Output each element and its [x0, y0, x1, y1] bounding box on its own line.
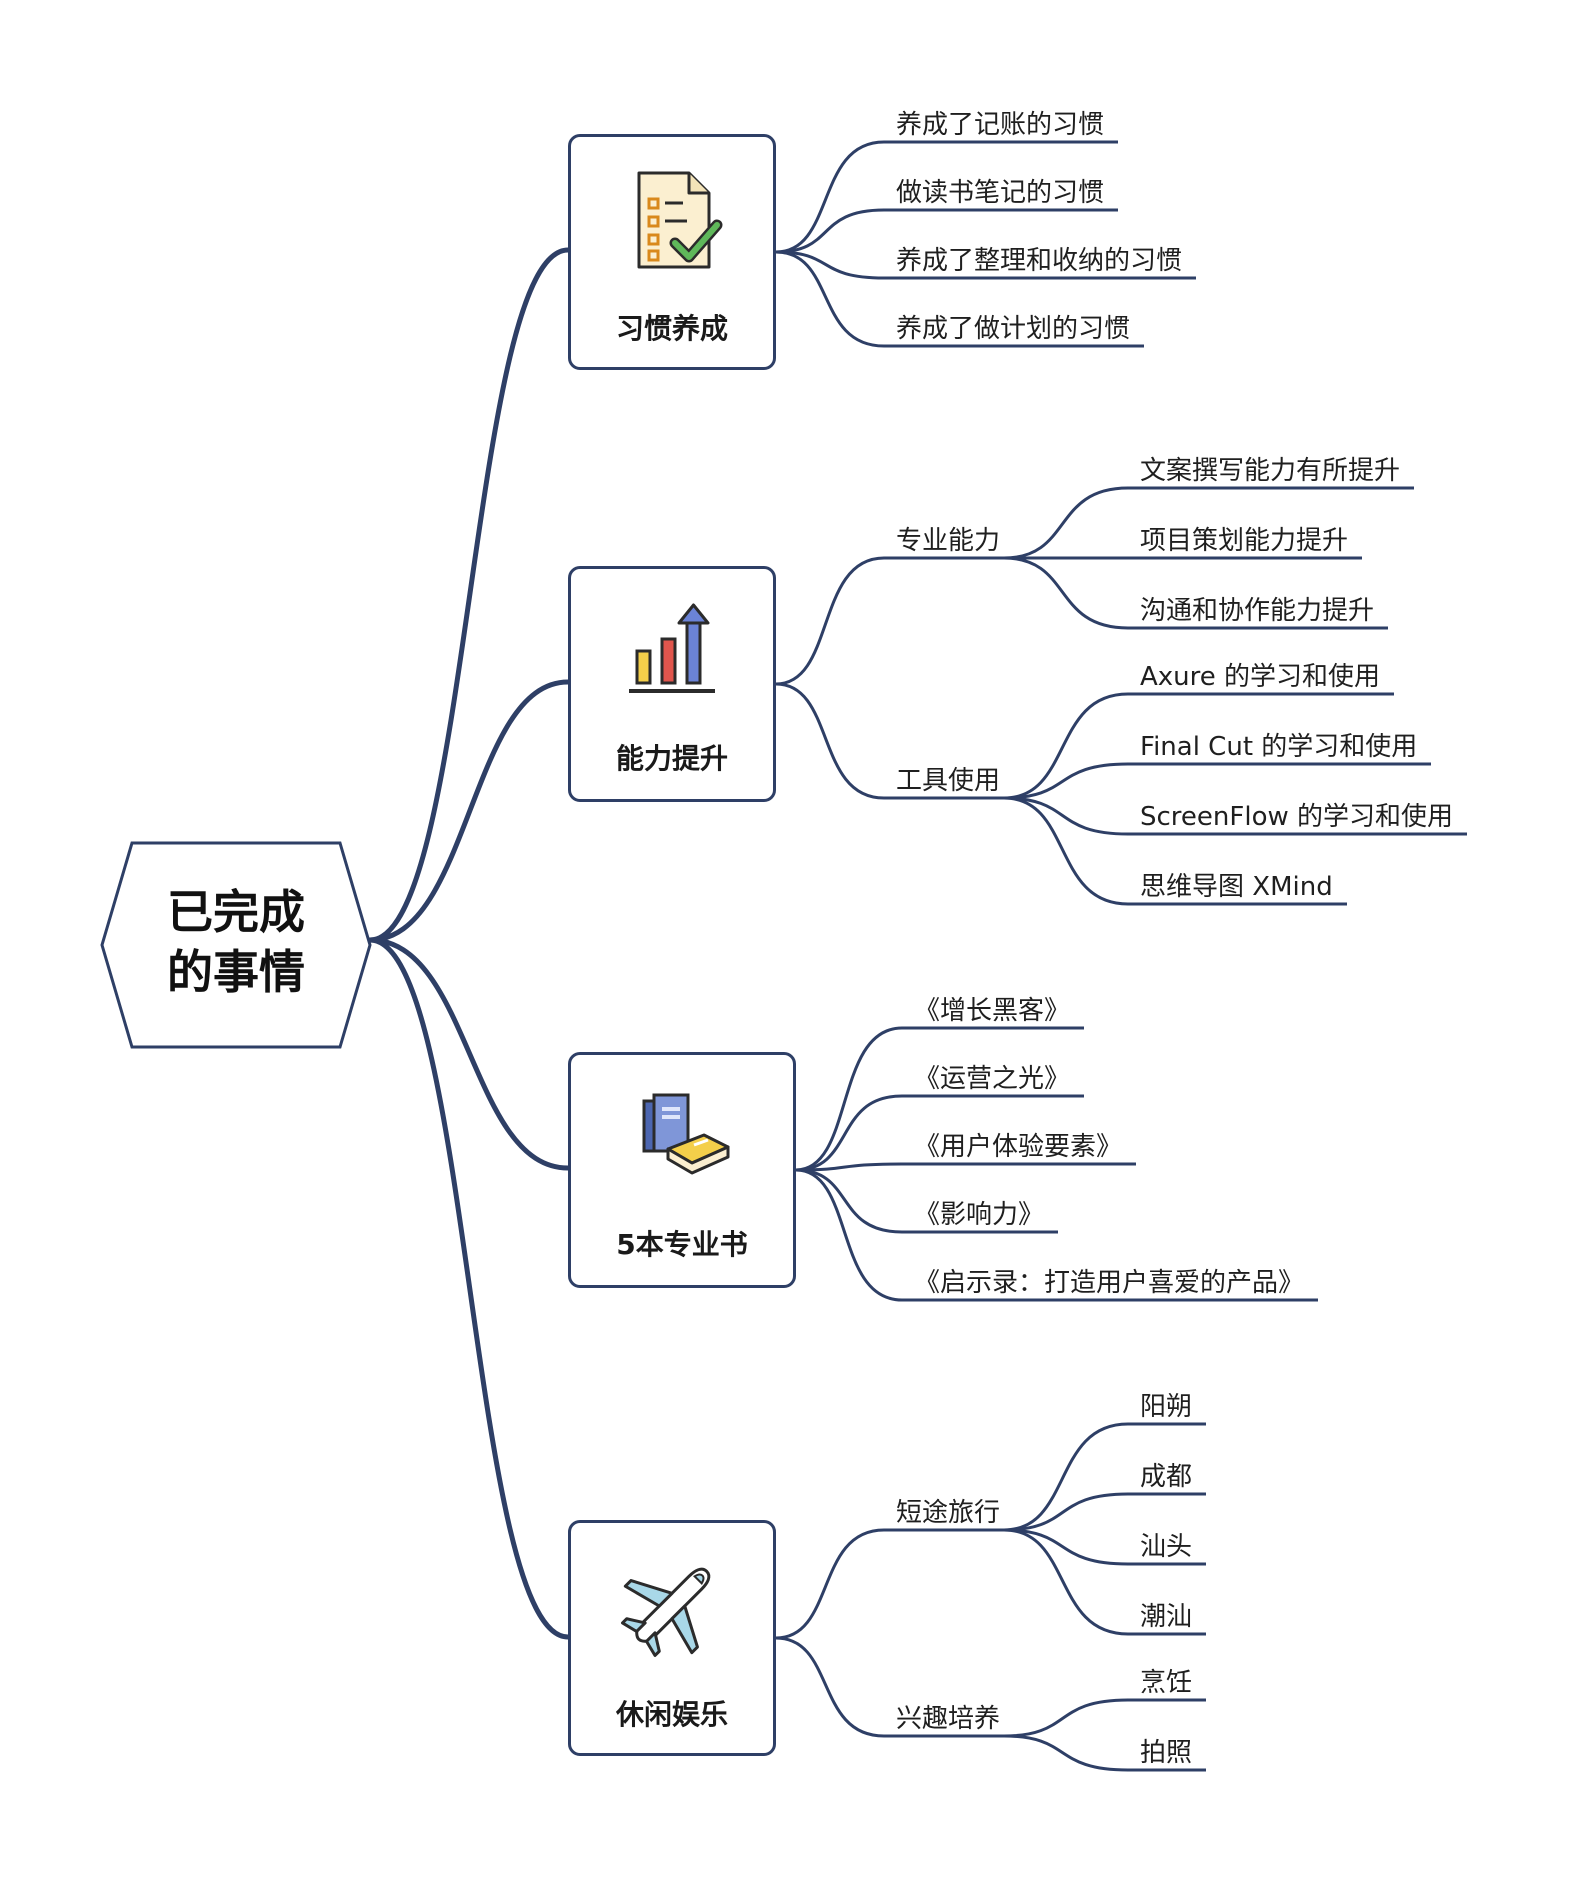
leaf-book-2: 《运营之光》 [914, 1064, 1071, 1094]
group-label-professional: 专业能力 [896, 526, 1001, 556]
branch-title-books: 5本专业书 [616, 1228, 748, 1261]
leaf-trip-2: 成都 [1140, 1462, 1193, 1492]
connector-leaf-trip-4 [1003, 1528, 1206, 1636]
leaf-habit-4: 养成了做计划的习惯 [896, 314, 1131, 344]
leaf-professional-1: 文案撰写能力有所提升 [1140, 456, 1401, 486]
connector-group-trip [775, 1528, 1014, 1640]
connector-leaf-hobby-2 [1003, 1734, 1206, 1772]
branch-box-leisure: 休闲娱乐 [568, 1520, 776, 1756]
connector-group-hobby [775, 1636, 1014, 1738]
leaf-tools-1: Axure 的学习和使用 [1140, 662, 1381, 692]
leaf-professional-3: 沟通和协作能力提升 [1140, 596, 1375, 626]
leaf-professional-2: 项目策划能力提升 [1140, 526, 1349, 556]
connector-leaf-tools-3 [1003, 796, 1467, 836]
connector-leaf-trip-2 [1003, 1492, 1206, 1532]
connector-leaf-professional-3 [1003, 556, 1388, 630]
connector-leaf-habit-4 [775, 250, 1144, 348]
group-label-trip: 短途旅行 [896, 1498, 1001, 1528]
leaf-habit-2: 做读书笔记的习惯 [896, 178, 1105, 208]
connector-leaf-book-3 [795, 1162, 1136, 1172]
connector-group-professional [775, 556, 1014, 686]
group-label-hobby: 兴趣培养 [896, 1704, 1001, 1734]
group-label-tools: 工具使用 [896, 766, 1001, 796]
trunk-line-3 [367, 937, 571, 1171]
books-icon [571, 1085, 793, 1189]
connector-leaf-book-2 [795, 1094, 1084, 1172]
leaf-habit-1: 养成了记账的习惯 [896, 110, 1105, 140]
connector-leaf-trip-1 [1003, 1422, 1206, 1532]
leaf-tools-2: Final Cut 的学习和使用 [1140, 732, 1418, 762]
leaf-habit-3: 养成了整理和收纳的习惯 [896, 246, 1183, 276]
branch-title-skills: 能力提升 [615, 742, 728, 775]
trunk-line-2 [367, 679, 571, 943]
branch-title-habits: 习惯养成 [615, 312, 728, 345]
leaf-trip-4: 潮汕 [1140, 1602, 1193, 1632]
airplane-icon [571, 1551, 773, 1661]
connector-leaf-tools-2 [1003, 762, 1431, 800]
bar-chart-icon [571, 599, 773, 699]
leaf-hobby-2: 拍照 [1140, 1738, 1193, 1768]
connector-leaf-book-1 [795, 1026, 1084, 1172]
connector-group-tools [775, 682, 1014, 800]
connector-leaf-habit-1 [775, 140, 1118, 254]
connector-leaf-trip-3 [1003, 1528, 1206, 1566]
leaf-book-3: 《用户体验要素》 [914, 1132, 1123, 1162]
connector-leaf-habit-3 [775, 250, 1196, 280]
trunk-line-1 [367, 247, 571, 943]
connector-leaf-professional-1 [1003, 486, 1414, 560]
connector-leaf-book-5 [795, 1168, 1318, 1302]
branch-box-books: 5本专业书 [568, 1052, 796, 1288]
leaf-hobby-1: 烹饪 [1140, 1668, 1193, 1698]
connector-leaf-hobby-1 [1003, 1698, 1206, 1738]
branch-box-skills: 能力提升 [568, 566, 776, 802]
connector-leaf-book-4 [795, 1168, 1058, 1234]
checklist-icon [571, 165, 773, 275]
leaf-trip-1: 阳朔 [1140, 1392, 1193, 1422]
root-title-line1: 已完成 [167, 885, 305, 939]
root-hexagon [100, 841, 372, 1049]
connector-leaf-habit-2 [775, 208, 1118, 254]
leaf-tools-4: 思维导图 XMind [1140, 872, 1333, 902]
branch-box-habits: 习惯养成 [568, 134, 776, 370]
leaf-book-1: 《增长黑客》 [914, 996, 1071, 1026]
connector-leaf-tools-1 [1003, 692, 1394, 800]
connector-leaf-tools-4 [1003, 796, 1347, 906]
leaf-book-5: 《启示录：打造用户喜爱的产品》 [914, 1268, 1305, 1298]
root-title: 已完成 的事情 [96, 882, 376, 1002]
branch-title-leisure: 休闲娱乐 [615, 1698, 728, 1731]
root-title-line2: 的事情 [167, 945, 305, 999]
trunk-line-4 [367, 937, 571, 1640]
leaf-tools-3: ScreenFlow 的学习和使用 [1140, 802, 1454, 832]
leaf-trip-3: 汕头 [1140, 1532, 1193, 1562]
leaf-book-4: 《影响力》 [914, 1200, 1045, 1230]
